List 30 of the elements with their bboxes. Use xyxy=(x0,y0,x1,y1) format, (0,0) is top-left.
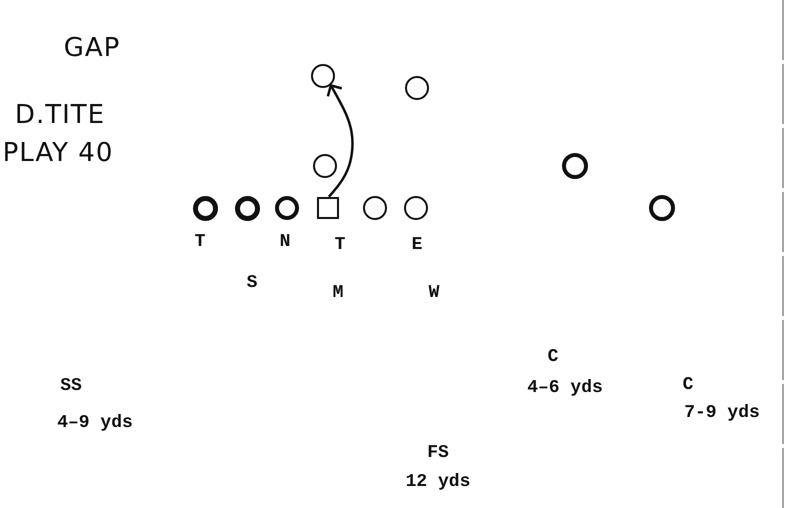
position-letter: M xyxy=(332,284,344,302)
player-circle xyxy=(562,153,588,179)
depth-label: 7-9 yds xyxy=(684,404,760,422)
position-letter: FS xyxy=(427,444,449,462)
depth-label: 4–9 yds xyxy=(57,414,133,432)
player-circle xyxy=(192,196,218,220)
player-circle xyxy=(310,64,336,88)
handwritten-note: PLAY 40 xyxy=(2,140,114,166)
handwritten-note: D.TITE xyxy=(14,102,106,128)
position-letter: C xyxy=(682,376,694,394)
position-letter: W xyxy=(428,284,440,302)
depth-label: 12 yds xyxy=(406,473,470,491)
player-circle xyxy=(649,195,675,221)
handwritten-note: GAP xyxy=(64,35,120,61)
position-letter: C xyxy=(548,348,558,366)
center-square xyxy=(316,196,340,220)
position-letter: S xyxy=(246,274,258,292)
depth-label: 4–6 yds xyxy=(527,379,603,397)
player-circle xyxy=(312,154,338,178)
player-circle xyxy=(275,196,299,220)
player-circle xyxy=(362,196,388,220)
position-letter: E xyxy=(412,236,422,254)
position-letter: T xyxy=(194,233,206,251)
player-circle xyxy=(404,196,428,220)
player-circle xyxy=(404,76,430,100)
position-letter: N xyxy=(280,233,290,251)
player-circle xyxy=(234,196,260,220)
position-letter: SS xyxy=(60,377,82,395)
position-letter: T xyxy=(334,236,346,254)
route-arrow xyxy=(326,84,354,198)
